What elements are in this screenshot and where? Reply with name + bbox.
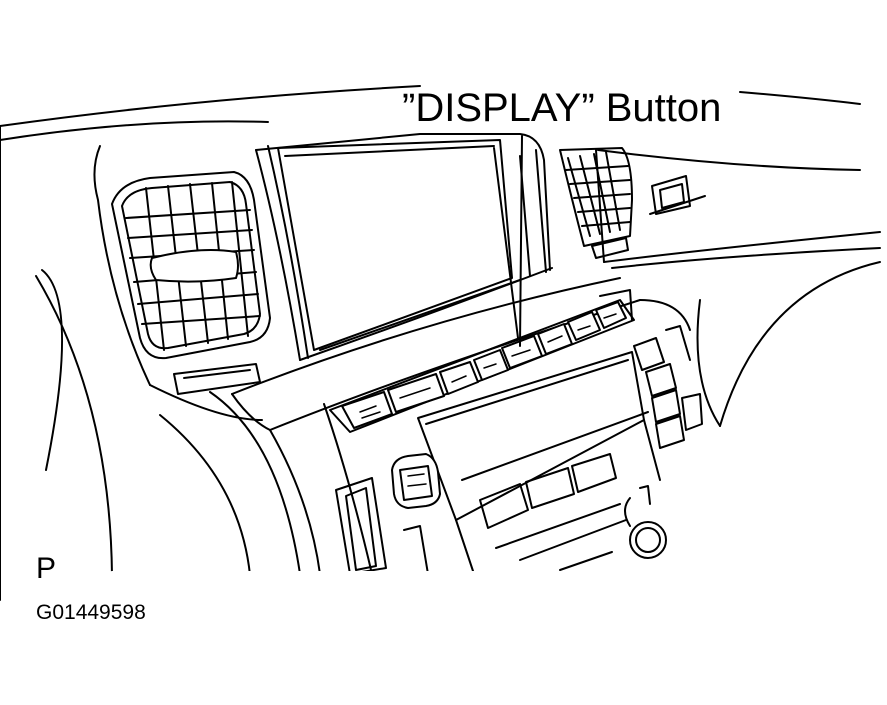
corner-mark: P (36, 552, 57, 585)
lower-console-lines (495, 503, 627, 571)
left-vent-control (173, 363, 261, 395)
button-row (329, 299, 635, 433)
right-air-vent-icon (559, 147, 633, 259)
trip-info-button-icon (391, 453, 441, 509)
left-air-vent-icon (111, 171, 271, 360)
left-console-slots (335, 477, 429, 575)
figure-id: G01449598 (36, 601, 146, 624)
callout-leader (493, 135, 523, 347)
center-console (231, 277, 691, 575)
lower-display-panel (417, 351, 661, 575)
hazard-switch-icon (651, 175, 691, 215)
right-button-column (633, 325, 703, 449)
left-dash-curves (35, 145, 301, 576)
dashboard-top (0, 85, 861, 601)
display-screen-icon (255, 133, 553, 361)
display-button-callout: ”DISPLAY” Button (402, 86, 722, 130)
knob-icon (624, 485, 667, 559)
